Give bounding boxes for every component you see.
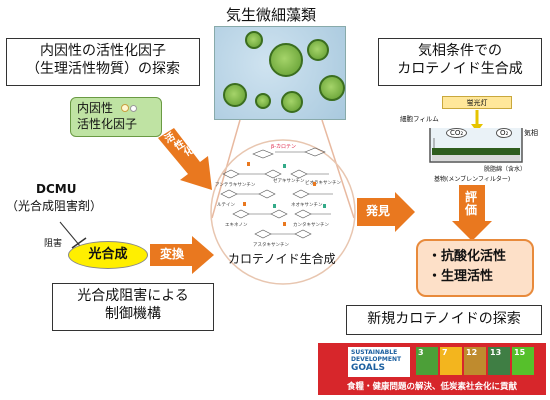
substrate-label: 基物(メンブレンフィルター) (434, 176, 511, 183)
gasphase-line1: 気相条件での (418, 43, 502, 59)
gasphase-line2: カロテノイド生合成 (397, 60, 523, 77)
o2-label: O₂ (496, 128, 513, 138)
new-carotenoid-box: 新規カロテノイドの探索 (346, 305, 542, 335)
sdg-caption: 食糧・健康問題の解決、低炭素社会化に貢献 (346, 382, 517, 392)
inhibition-mechanism-box: 光合成阻害による 制御機構 (52, 283, 214, 331)
culture-apparatus: 蛍光灯 細胞フィルム CO₂ O₂ 気相 脱脂綿（含水） 基物(メンブレンフィル… (400, 96, 545, 184)
sdg-icon-7: 7 (440, 347, 462, 375)
gas-phase-label: 気相 (524, 129, 538, 137)
svg-text:カンタキサンチン: カンタキサンチン (293, 221, 329, 228)
svg-text:アスタキサンチン: アスタキサンチン (253, 241, 289, 248)
svg-text:ビオラキサンチン: ビオラキサンチン (305, 179, 341, 186)
factor-tag-line2: 活性化因子 (77, 116, 138, 131)
co2-label: CO₂ (446, 128, 468, 138)
svg-text:ネオキサンチン: ネオキサンチン (291, 202, 323, 208)
conversion-arrow (150, 236, 214, 274)
inhibition-line2: 制御機構 (105, 305, 161, 322)
molecule-icon (120, 104, 129, 112)
svg-text:アンテラキサンチン: アンテラキサンチン (215, 182, 256, 188)
fluorescent-lamp: 蛍光灯 (442, 96, 512, 109)
sdg-icon-3: 3 (416, 347, 438, 375)
inhibit-label: 阻害 (44, 239, 63, 249)
dcmu-label: DCMU (36, 182, 77, 196)
gasphase-box: 気相条件での カロテノイド生合成 (378, 38, 542, 86)
sdg-banner: SUSTAINABLE DEVELOPMENT GOALS 3 7 12 13 … (318, 343, 546, 395)
molecule-icon-2 (129, 105, 137, 112)
cell-film-label: 細胞フィルム (400, 115, 439, 123)
endogenous-line1: 内因性の活性化因子 (40, 43, 166, 59)
carotenoid-pathway-diagram: β-カロテン ゼアキサンチン アンテラキサンチン ビオラキサンチン ルテイン ネ… (215, 144, 341, 248)
sdg-icon-15: 15 (512, 347, 534, 375)
factor-tag-line1: 内因性 (77, 101, 114, 115)
wet-cotton-label: 脱脂綿（含水） (484, 166, 527, 173)
svg-text:β-カロテン: β-カロテン (271, 144, 296, 150)
dcmu-description: （光合成阻害剤） (6, 199, 103, 213)
carotenoid-biosynthesis-label: カロテノイド生合成 (228, 252, 336, 266)
sdg-icon-13: 13 (488, 347, 510, 375)
inhibition-line1: 光合成阻害による (77, 288, 189, 304)
sdg-icon-12: 12 (464, 347, 486, 375)
svg-text:エキネノン: エキネノン (225, 222, 248, 228)
physiological-activity: ・生理活性 (428, 269, 494, 285)
antioxidant-activity: ・抗酸化活性 (428, 249, 507, 264)
microalgae-title: 気生微細藻類 (226, 6, 317, 24)
conversion-label: 変換 (160, 247, 185, 261)
discovery-label: 発見 (366, 204, 391, 218)
endogenous-line2: （生理活性物質）の探索 (26, 60, 180, 77)
activity-results-box: ・抗酸化活性 ・生理活性 (416, 239, 534, 297)
discovery-arrow (357, 192, 415, 232)
sdg-logo: SUSTAINABLE DEVELOPMENT GOALS (348, 347, 410, 377)
evaluation-label: 評 価 (465, 190, 478, 218)
microalgae-photo (214, 26, 346, 120)
photosynthesis-node: 光合成 (68, 241, 148, 269)
endogenous-factor-box: 内因性の活性化因子 （生理活性物質）の探索 (6, 38, 200, 86)
endogenous-factor-tag: 内因性 活性化因子 (70, 97, 162, 137)
svg-text:ゼアキサンチン: ゼアキサンチン (273, 177, 305, 184)
evaluation-arrow (452, 185, 492, 241)
svg-text:ルテイン: ルテイン (217, 202, 235, 208)
activation-arrow (158, 128, 212, 190)
